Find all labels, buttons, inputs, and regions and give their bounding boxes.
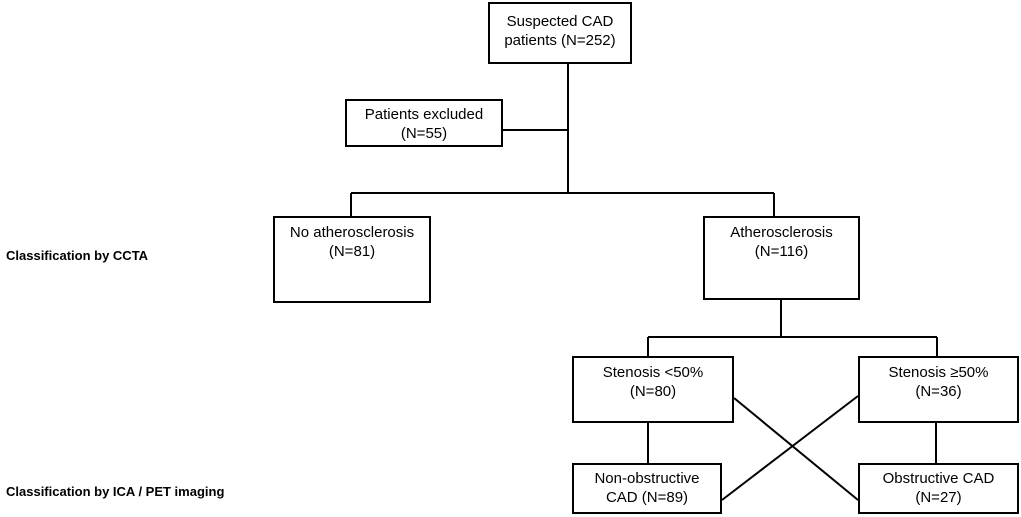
- stenosis-lt50-line2: (N=80): [629, 383, 677, 400]
- excluded-line1: Patients excluded: [364, 106, 484, 123]
- suspected-line1: Suspected CAD: [506, 13, 614, 30]
- stenosis-ge50-line2: (N=36): [915, 383, 962, 400]
- row-label-ccta: Classification by CCTA: [6, 248, 149, 263]
- non-obstructive-cad-box: Non-obstructive CAD (N=89): [572, 463, 722, 514]
- no-athero-line1: No atherosclerosis: [289, 224, 415, 241]
- obstructive-line2: (N=27): [915, 489, 962, 506]
- stenosis-lt50-line1: Stenosis <50%: [602, 364, 704, 381]
- connector-cross-lt50-to-obstructive: [733, 397, 859, 501]
- no-athero-line2: (N=81): [328, 243, 376, 260]
- suspected-line2: patients (N=252): [504, 32, 616, 49]
- stenosis-lt50-box: Stenosis <50% (N=80): [572, 356, 734, 423]
- connector-cross-ge50-to-nonobstructive: [721, 395, 859, 501]
- obstructive-cad-box: Obstructive CAD (N=27): [858, 463, 1019, 514]
- suspected-cad-patients-box: Suspected CAD patients (N=252): [488, 2, 632, 64]
- row-label-ica-pet: Classification by ICA / PET imaging: [6, 484, 225, 499]
- athero-line1: Atherosclerosis: [730, 224, 833, 241]
- nonobstructive-line1: Non-obstructive: [594, 470, 700, 487]
- obstructive-line1: Obstructive CAD: [882, 470, 995, 487]
- excluded-line2: (N=55): [400, 125, 448, 142]
- atherosclerosis-box: Atherosclerosis (N=116): [703, 216, 860, 300]
- patients-excluded-box: Patients excluded (N=55): [345, 99, 503, 147]
- stenosis-ge50-line1: Stenosis ≥50%: [888, 364, 989, 381]
- nonobstructive-line2: CAD (N=89): [605, 489, 689, 506]
- athero-line2: (N=116): [754, 243, 809, 260]
- stenosis-ge50-box: Stenosis ≥50% (N=36): [858, 356, 1019, 423]
- no-atherosclerosis-box: No atherosclerosis (N=81): [273, 216, 431, 303]
